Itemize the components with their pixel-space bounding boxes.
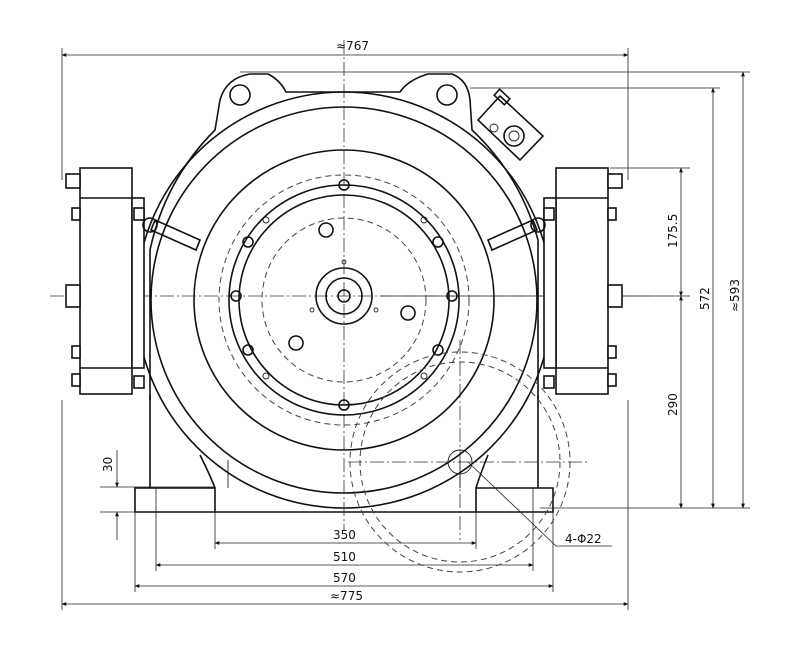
lifting-lugs xyxy=(229,84,458,106)
dimension-labels: ≈767 ≈775 570 510 350 30 175.5 290 572 ≈… xyxy=(101,39,742,603)
dimension-lines xyxy=(61,48,750,610)
brake-right xyxy=(486,167,623,395)
dim-holes: 4-Φ22 xyxy=(565,532,602,546)
dim-bottom-width: ≈775 xyxy=(330,589,363,603)
dim-30: 30 xyxy=(101,457,115,472)
dim-175-5: 175.5 xyxy=(666,214,680,248)
dim-572: 572 xyxy=(698,287,712,310)
dim-350: 350 xyxy=(333,528,356,542)
bolt-holes xyxy=(230,179,458,411)
terminal-box xyxy=(476,88,545,162)
dim-510: 510 xyxy=(333,550,356,564)
dim-top-width: ≈767 xyxy=(336,39,369,53)
dim-593: ≈593 xyxy=(728,279,742,312)
dim-570: 570 xyxy=(333,571,356,585)
rope-circle xyxy=(349,351,571,573)
dim-290: 290 xyxy=(666,393,680,416)
brake-left xyxy=(65,167,202,395)
